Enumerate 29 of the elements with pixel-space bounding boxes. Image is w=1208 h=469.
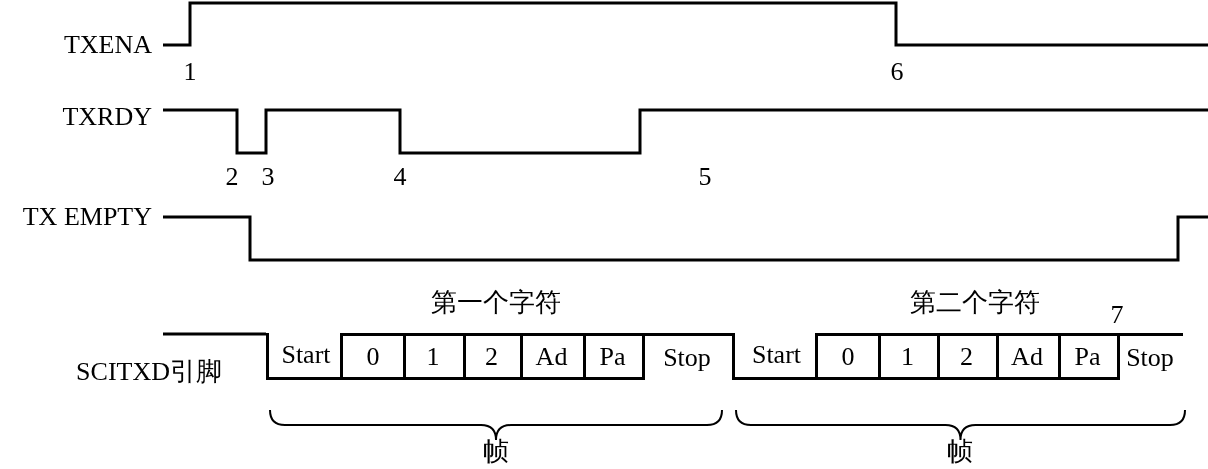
event-number: 1 [183, 59, 197, 85]
bit-cell: 2 [463, 333, 523, 380]
event-number: 6 [890, 59, 904, 85]
frame-label: 帧 [947, 439, 973, 465]
event-number: 3 [261, 164, 275, 190]
bit-cell: 2 [937, 333, 999, 380]
signal-label: TX EMPTY [22, 204, 152, 230]
bit-cell: 0 [340, 333, 406, 380]
bit-cell: Ad [520, 333, 586, 380]
bit-cell: 1 [403, 333, 466, 380]
bit-cell: 1 [878, 333, 940, 380]
frame-label: 帧 [483, 439, 509, 465]
bit-cell: Start [266, 333, 343, 380]
character-label: 第二个字符 [910, 290, 1040, 316]
event-number: 4 [393, 164, 407, 190]
bit-cell: 0 [815, 333, 881, 380]
bit-cell: Pa [1058, 333, 1120, 380]
bit-cell: Stop [642, 333, 735, 380]
bit-cell: Start [732, 333, 818, 380]
signal-label: TXRDY [62, 104, 152, 130]
signal-label: TXENA [63, 32, 152, 58]
event-number: 5 [698, 164, 712, 190]
event-number: 2 [225, 164, 239, 190]
event-number: 7 [1110, 302, 1124, 328]
bit-cell: Stop [1117, 333, 1183, 380]
bit-cell: Ad [996, 333, 1061, 380]
character-label: 第一个字符 [431, 290, 561, 316]
signal-label: SCITXD引脚 [76, 359, 222, 385]
bit-cell: Pa [583, 333, 645, 380]
